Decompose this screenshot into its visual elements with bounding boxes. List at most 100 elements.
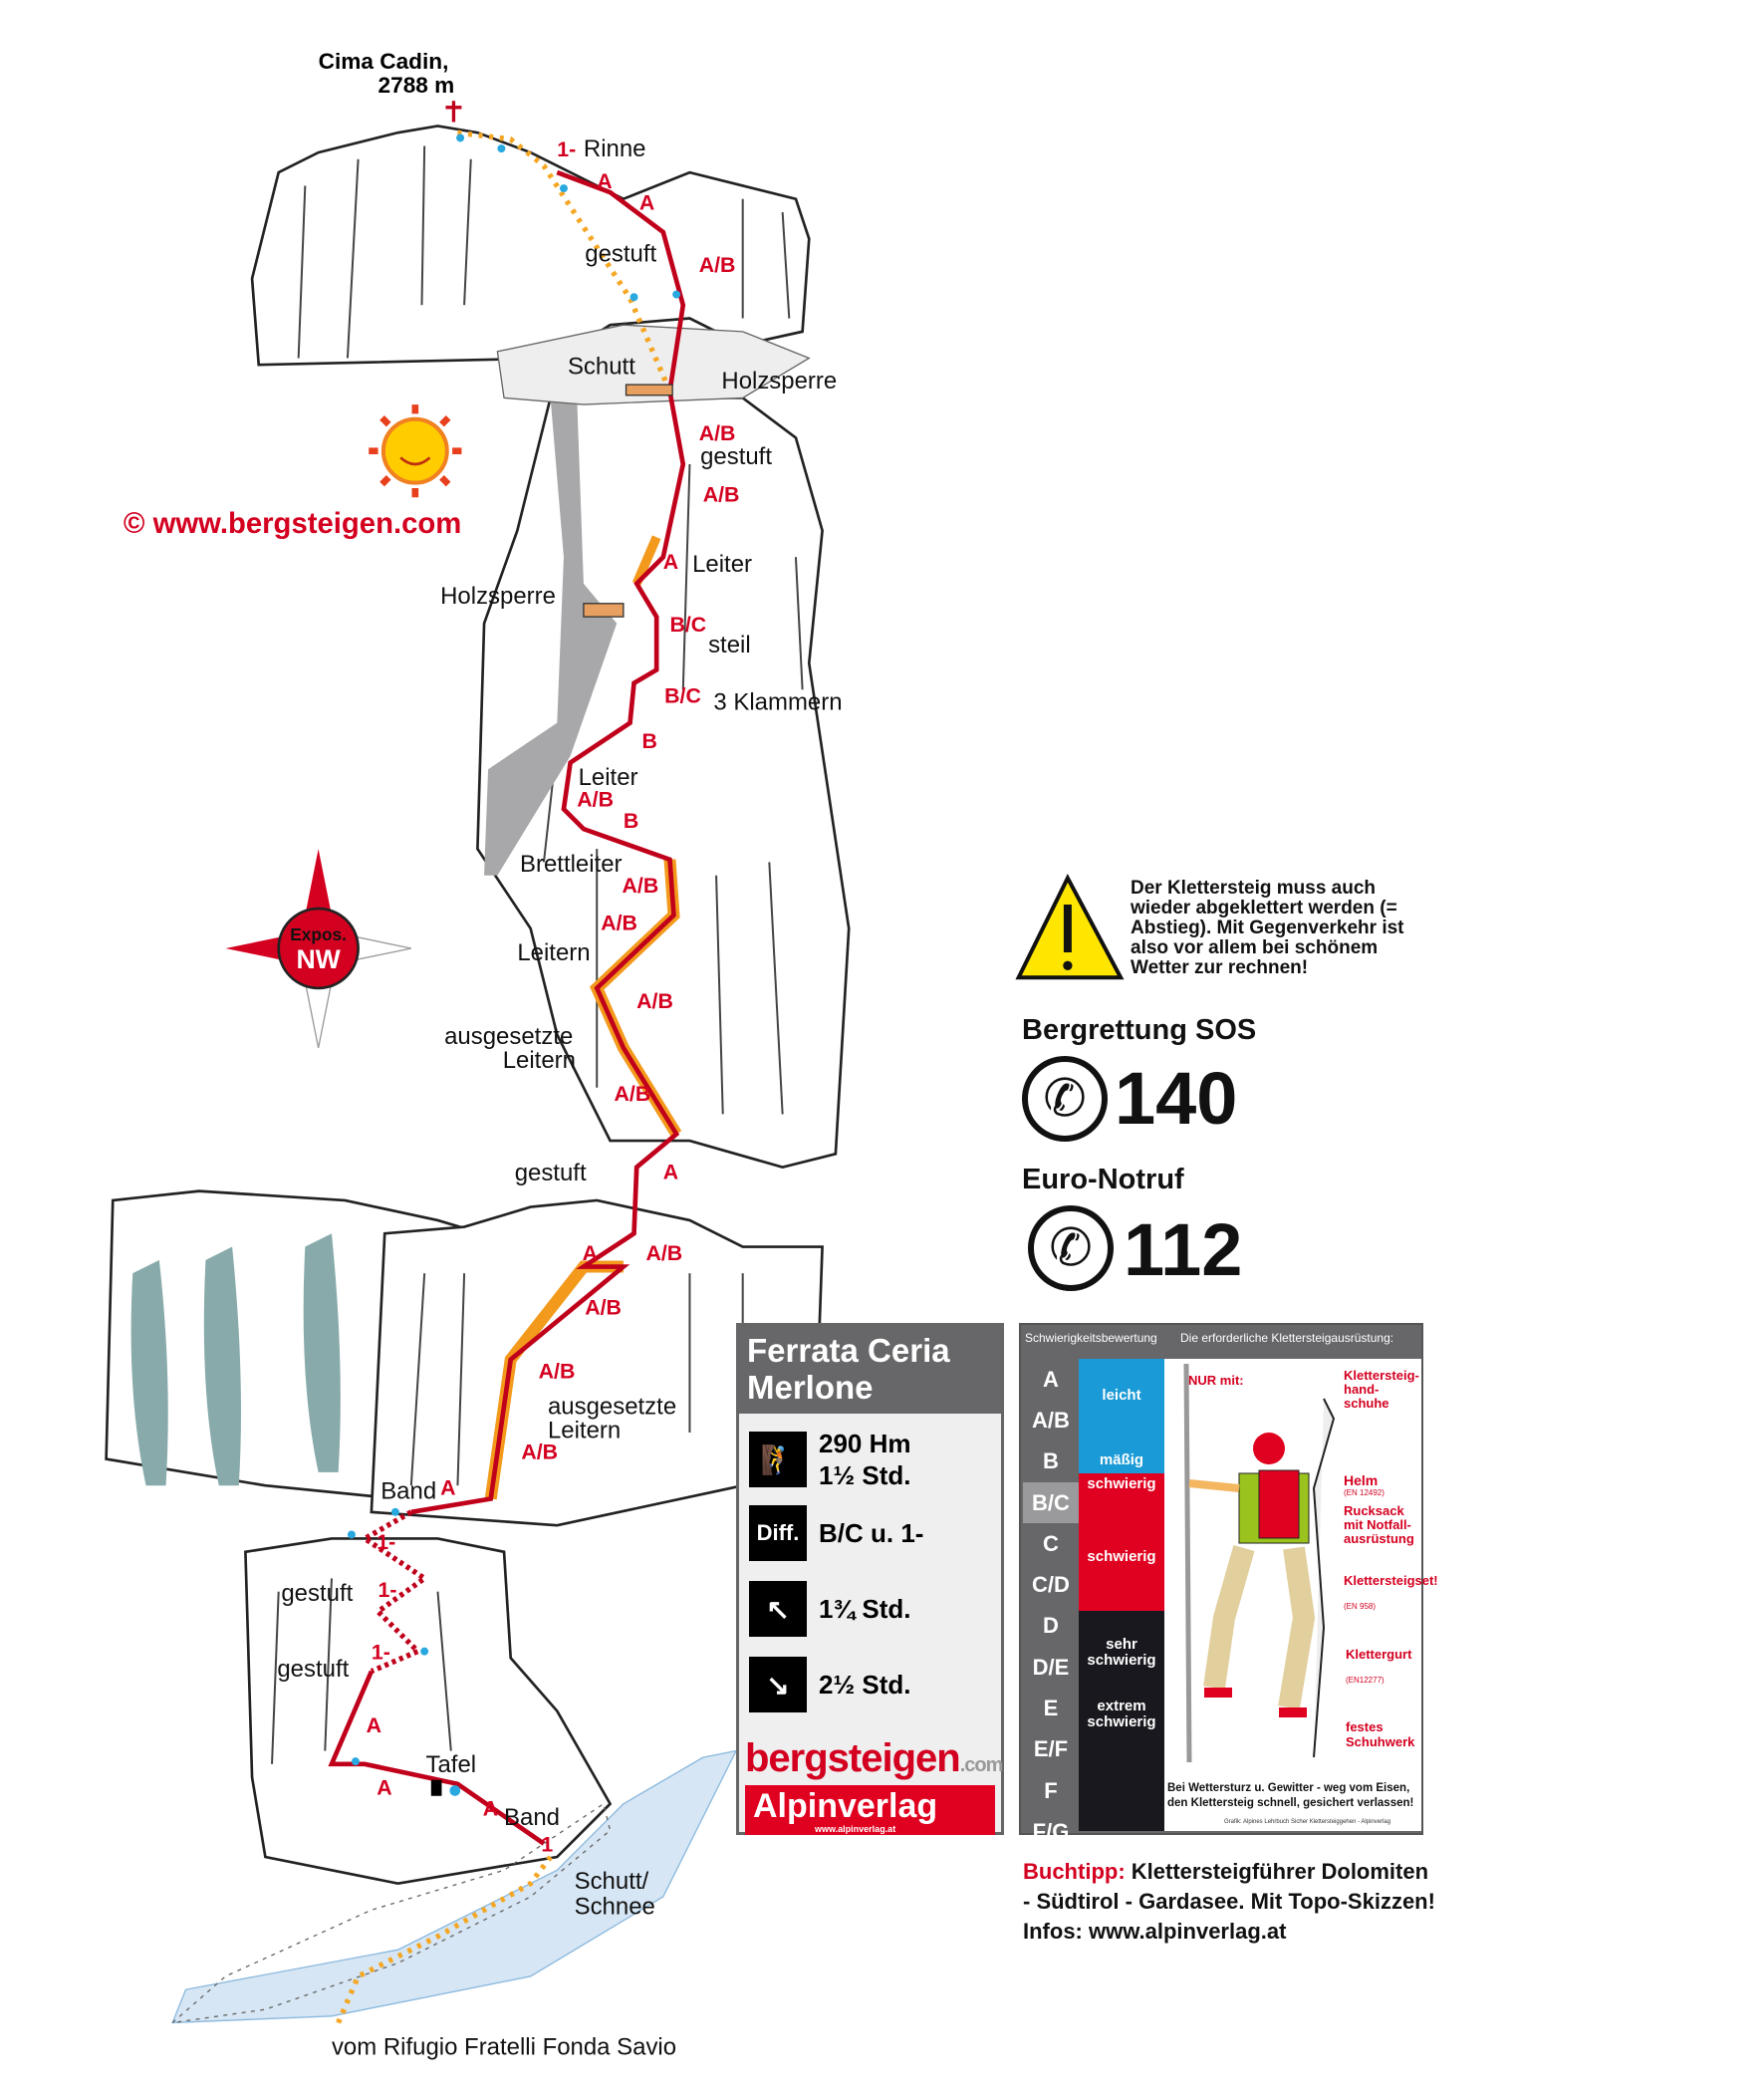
- difficulty-scale: Schwierigkeitsbewertung Die erforderlich…: [1019, 1323, 1438, 1844]
- grade: A: [639, 190, 654, 214]
- weather-warning: Bei Wettersturz u. Gewitter - weg vom Ei…: [1167, 1782, 1414, 1809]
- graphic-credit: Grafik: Alpines Lehrbuch Sicher Kletters…: [1224, 1819, 1391, 1825]
- grade-f-g: F/G: [1032, 1818, 1070, 1844]
- approach-label: vom Rifugio Fratelli Fonda Savio: [332, 2033, 676, 2060]
- grade: A/B: [577, 788, 614, 812]
- gear-backpack: Rucksack mit Notfall-ausrüstung: [1344, 1503, 1414, 1546]
- wooden-barrier: [583, 603, 625, 618]
- label: gestuft: [700, 443, 772, 470]
- label: Leitern: [517, 939, 590, 966]
- grade-a-b: A/B: [1032, 1407, 1070, 1433]
- grade: B: [624, 809, 638, 833]
- phone-icon: ✆: [1028, 1205, 1114, 1291]
- scale-header: Schwierigkeitsbewertung: [1025, 1331, 1157, 1345]
- label: ausgesetzte: [548, 1393, 676, 1420]
- sos-number[interactable]: 140: [1115, 1057, 1238, 1140]
- grade-c: C: [1043, 1530, 1059, 1556]
- label: gestuft: [515, 1160, 587, 1186]
- grade-a: A: [1043, 1366, 1059, 1392]
- scree: [170, 324, 811, 2024]
- grade-f: F: [1044, 1777, 1058, 1803]
- route-line: [410, 169, 686, 1515]
- grade: A/B: [699, 253, 736, 277]
- sun-icon: [369, 404, 462, 498]
- label: Band: [504, 1804, 560, 1831]
- sign-board: [430, 1779, 442, 1796]
- grade: 1-: [372, 1641, 390, 1665]
- label: Tafel: [425, 1751, 476, 1778]
- label: gestuft: [277, 1656, 349, 1683]
- compass-label: Expos.: [290, 924, 347, 944]
- bergsteigen-logo[interactable]: bergsteigen.com: [745, 1736, 1003, 1780]
- summit-elevation: 2788 m: [378, 73, 455, 98]
- gully: [484, 397, 618, 876]
- grade: A: [367, 1713, 381, 1737]
- label: Holzsperre: [440, 583, 556, 610]
- grade: A/B: [703, 482, 740, 506]
- grade-c-d: C/D: [1032, 1572, 1070, 1598]
- grade: A/B: [623, 874, 659, 898]
- grade-b-c: B/C: [1023, 1481, 1079, 1524]
- compass-icon: Expos. NW: [225, 849, 411, 1048]
- book-tip-link[interactable]: Infos: www.alpinverlag.at: [1023, 1919, 1287, 1944]
- grade: A: [663, 1161, 678, 1184]
- phone-icon: ✆: [1022, 1056, 1108, 1142]
- route-line-dotted: [360, 1509, 429, 1675]
- grade: A/B: [699, 421, 736, 445]
- gear-helmet-norm: (EN 12492): [1344, 1488, 1385, 1497]
- grade: 1-: [377, 1530, 395, 1554]
- grade: 1-: [378, 1578, 397, 1602]
- euro-number[interactable]: 112: [1124, 1208, 1243, 1291]
- label: Schutt: [568, 353, 635, 380]
- label: Band: [380, 1478, 436, 1505]
- difficulty-icon: Diff.: [749, 1505, 807, 1561]
- gear-gloves: Klettersteig-hand-schuhe: [1344, 1368, 1419, 1411]
- summit-name: Cima Cadin,: [319, 49, 449, 74]
- snow-field: [171, 1749, 738, 2024]
- grade-d: D: [1043, 1613, 1059, 1639]
- book-tip-label: Buchtipp:: [1023, 1859, 1126, 1884]
- book-tip: Buchtipp: Klettersteigführer Dolomiten -…: [1023, 1857, 1441, 1947]
- grade: A/B: [601, 911, 637, 934]
- gear-harness: Klettergurt: [1346, 1647, 1412, 1662]
- label: gestuft: [585, 240, 656, 267]
- ascent-height: 290 Hm: [819, 1429, 911, 1458]
- hiker-down-icon: ↘: [749, 1657, 807, 1712]
- label: Leitern: [548, 1417, 621, 1443]
- summit-cross-icon: [445, 101, 462, 123]
- gear-harness-norm: (EN12277): [1346, 1676, 1385, 1685]
- warning-icon: [1015, 874, 1125, 980]
- label: Leitern: [503, 1047, 576, 1074]
- grade: A/B: [636, 989, 673, 1013]
- grade: A/B: [539, 1359, 576, 1383]
- descent-time: 2½ Std.: [819, 1670, 911, 1700]
- difficulty: B/C u. 1-: [819, 1518, 924, 1548]
- grade: 1-: [557, 137, 576, 161]
- grade-e: E: [1043, 1696, 1059, 1721]
- grade: A: [483, 1797, 498, 1821]
- grade: A/B: [615, 1082, 651, 1106]
- label: Leiter: [579, 764, 638, 791]
- gear-set-norm: (EN 958): [1344, 1602, 1377, 1611]
- grade: A/B: [585, 1295, 622, 1319]
- label: Holzsperre: [721, 368, 837, 394]
- waypoint-dots: [347, 133, 681, 1796]
- label: steil: [708, 632, 751, 658]
- gear-header: Die erforderliche Klettersteigausrüstung…: [1180, 1331, 1394, 1345]
- climber-icon: 🧗: [749, 1432, 807, 1487]
- grade: A: [377, 1775, 391, 1799]
- copyright-link[interactable]: © www.bergsteigen.com: [124, 507, 461, 540]
- rock-texture: [271, 145, 804, 1764]
- gear-set: Klettersteigset!: [1344, 1573, 1438, 1588]
- label: Rinne: [584, 135, 646, 162]
- grade: 1: [541, 1833, 553, 1857]
- sos-label: Bergrettung SOS: [1022, 1014, 1257, 1046]
- climber-illustration: [1183, 1363, 1336, 1763]
- grade: A/B: [521, 1441, 558, 1464]
- route-title: Ferrata Ceria Merlone: [739, 1326, 1001, 1414]
- approach-time: 1¾ Std.: [819, 1594, 911, 1624]
- grade: B/C: [669, 613, 706, 637]
